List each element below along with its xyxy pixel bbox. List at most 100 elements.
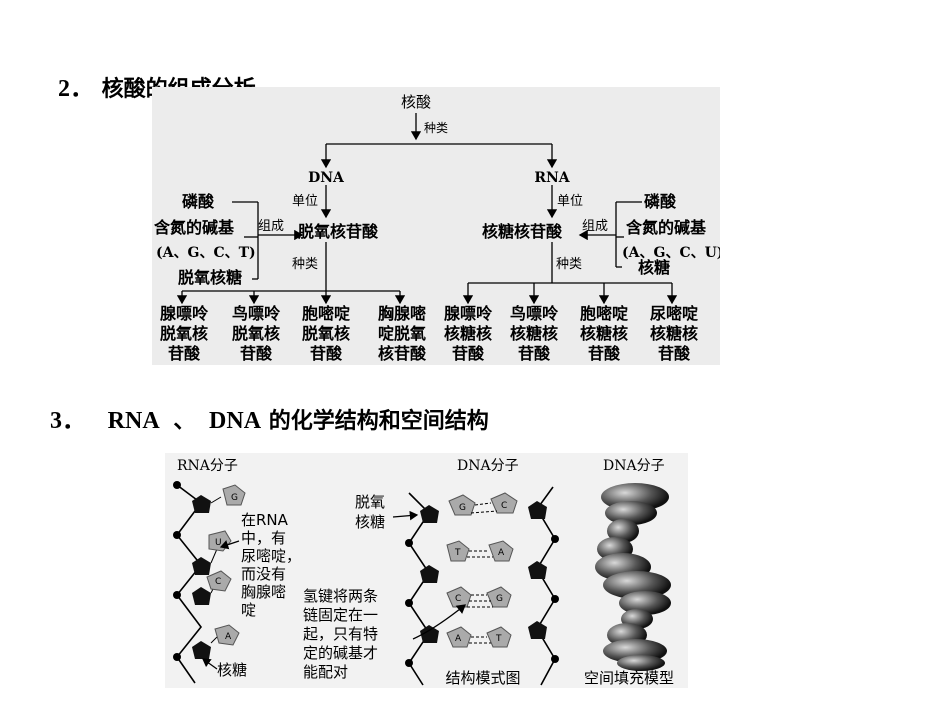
dna-hydrogen-bond-note: 氢键将两条 链固定在一 起，只有特 定的碱基才 能配对 <box>303 587 378 681</box>
dna-molecule-title: DNA分子 <box>457 458 519 474</box>
dna-base-g-1 <box>448 494 476 516</box>
dna-pair-1-right: C <box>501 501 507 511</box>
dna-structure-caption: 结构模式图 <box>445 669 520 687</box>
dna-pair-1-left: G <box>459 503 466 513</box>
rna-kind-2-line-2: 核糖核 <box>510 324 558 343</box>
rna-kind-1-line-1: 腺嘌呤 <box>444 304 493 323</box>
dna-pair-3-left: C <box>455 594 461 604</box>
rna-compose-edge: 组成 <box>582 219 608 234</box>
rna-base-c-label: C <box>215 577 221 587</box>
section-3-rna: RNA <box>107 408 160 434</box>
dna-sugar-note: 脱氧 核糖 <box>355 493 385 531</box>
dna-kind-3-line-2: 脱氧核 <box>302 324 350 343</box>
dna-kind-4-line-2: 啶脱氧 <box>378 324 426 343</box>
rna-kinds: 腺嘌呤 核糖核 苷酸 鸟嘌呤 核糖核 苷酸 胞嘧啶 核糖核 苷酸 尿嘧啶 核糖核… <box>444 304 698 363</box>
rna-sugar-3 <box>192 587 211 605</box>
space-model-caption: 空间填充模型 <box>584 669 674 687</box>
dna-base-a-2 <box>446 626 472 648</box>
rna-kind-2-line-3: 苷酸 <box>518 344 551 363</box>
rna-kind-1-line-3: 苷酸 <box>452 344 485 363</box>
rna-component-base: 含氮的碱基 <box>626 218 707 237</box>
nucleic-acid-structure-figure: RNA分子 G U C A 在RNA 中，有 尿嘧啶， 而没有 胸腺嘧 啶 核糖… <box>165 453 688 688</box>
rna-note-line-1: 在RNA <box>241 511 289 529</box>
nucleic-acid-composition-diagram: 核酸 种类 DNA RNA 单位 单位 组成 组成 脱氧核苷酸 核糖核苷酸 磷酸… <box>152 87 723 365</box>
rna-sugar-1 <box>192 495 211 513</box>
dna-sugar-note-line-1: 脱氧 <box>355 493 385 511</box>
section-3-dna: DNA <box>209 408 262 434</box>
rna-sugar-label: 核糖 <box>217 661 247 679</box>
rna-backbone <box>173 481 203 684</box>
rna-kind-4-line-2: 核糖核 <box>650 324 698 343</box>
dna-note-line-4: 定的碱基才 <box>303 644 378 662</box>
rna-component-sugar: 核糖 <box>638 258 670 277</box>
dna-kinds: 腺嘌呤 脱氧核 苷酸 鸟嘌呤 脱氧核 苷酸 胞嘧啶 脱氧核 苷酸 胸腺嘧 啶脱氧… <box>160 304 427 363</box>
rna-base-a-label: A <box>225 632 232 642</box>
section-3-number: 3． <box>50 408 86 434</box>
rna-note-line-3: 尿嘧啶， <box>241 547 301 565</box>
dna-component-phosphate: 磷酸 <box>182 192 215 211</box>
composition-tree-svg: 核酸 种类 DNA RNA 单位 单位 组成 组成 脱氧核苷酸 核糖核苷酸 磷酸… <box>154 93 723 363</box>
rna-base-g-label: G <box>231 493 238 503</box>
dna-base-pairs: G C T A C G A T <box>420 492 547 648</box>
rna-kinds-edge: 种类 <box>556 257 582 272</box>
rna-kind-3-line-3: 苷酸 <box>588 344 621 363</box>
dna-base-a-1 <box>488 540 514 562</box>
dna-unit-edge: 单位 <box>292 194 318 209</box>
rna-unit: 核糖核苷酸 <box>482 222 563 241</box>
section-2-number: 2． <box>58 76 94 102</box>
rna-kind-3-line-2: 核糖核 <box>580 324 628 343</box>
dna-base-t-2 <box>486 626 512 648</box>
rna-sugar-4 <box>192 641 211 659</box>
dna-unit: 脱氧核苷酸 <box>298 222 379 241</box>
dna-note-line-3: 起，只有特 <box>303 625 378 643</box>
rna-note-line-6: 啶 <box>241 601 256 619</box>
dna-pair-2-right: A <box>498 548 505 558</box>
rna-note-line-5: 胸腺嘧 <box>241 583 286 601</box>
rna-base-u-label: U <box>215 538 222 548</box>
section-3-separator: 、 <box>173 409 196 434</box>
rna-component-base-list: (A、G、C、U) <box>622 245 720 261</box>
rna-kind-2-line-1: 鸟嘌呤 <box>510 304 559 323</box>
dna-kind-1-line-3: 苷酸 <box>168 344 201 363</box>
dna-base-t <box>446 540 470 562</box>
dna-component-base: 含氮的碱基 <box>154 218 235 237</box>
rna-component-phosphate: 磷酸 <box>644 192 677 211</box>
rna-base-c <box>206 570 232 592</box>
rna-note-line-4: 而没有 <box>241 565 286 583</box>
dna-pair-4-right: T <box>495 634 502 644</box>
dna-note-line-1: 氢键将两条 <box>303 587 378 605</box>
rna-base-g <box>222 484 246 506</box>
space-filling-model <box>595 483 671 671</box>
rna-base-a <box>214 624 240 646</box>
dna-kind-2-line-3: 苷酸 <box>240 344 273 363</box>
dna-kind-3-line-1: 胞嘧啶 <box>301 304 350 323</box>
dna-sugar-note-line-2: 核糖 <box>355 513 385 531</box>
rna-unit-edge: 单位 <box>557 194 583 209</box>
rna-note: 在RNA 中，有 尿嘧啶， 而没有 胸腺嘧 啶 <box>241 511 301 619</box>
dna-kind-4-line-1: 胸腺嘧 <box>378 304 426 323</box>
tree-root: 核酸 <box>401 93 431 111</box>
rna-kind-4-line-3: 苷酸 <box>658 344 691 363</box>
dna-note-line-5: 能配对 <box>303 663 348 681</box>
rna-molecule-title: RNA分子 <box>177 458 238 474</box>
rna-sugar-2 <box>192 557 211 575</box>
dna-kinds-edge: 种类 <box>292 257 318 272</box>
space-model-title: DNA分子 <box>603 458 665 474</box>
rna-nucleotides: G U C A <box>192 484 246 659</box>
dna-kind-2-line-1: 鸟嘌呤 <box>232 304 281 323</box>
dna-component-sugar: 脱氧核糖 <box>178 268 242 287</box>
tree-connectors <box>176 113 678 305</box>
dna-component-base-list: (A、G、C、T) <box>156 245 256 261</box>
dna-kind-1-line-1: 腺嘌呤 <box>160 304 209 323</box>
dna-kind-4-line-3: 核苷酸 <box>378 344 427 363</box>
rna-node: RNA <box>534 170 570 186</box>
dna-pair-4-left: A <box>455 634 462 644</box>
dna-kind-1-line-2: 脱氧核 <box>160 324 208 343</box>
dna-node: DNA <box>308 170 345 186</box>
rna-kind-4-line-1: 尿嘧啶 <box>650 304 698 323</box>
section-3-heading: 3． RNA 、 DNA 的化学结构和空间结构 <box>50 400 489 435</box>
section-3-title: 的化学结构和空间结构 <box>268 409 489 434</box>
rna-kind-1-line-2: 核糖核 <box>444 324 492 343</box>
dna-compose-edge: 组成 <box>258 219 284 234</box>
dna-pair-3-right: G <box>496 594 503 604</box>
